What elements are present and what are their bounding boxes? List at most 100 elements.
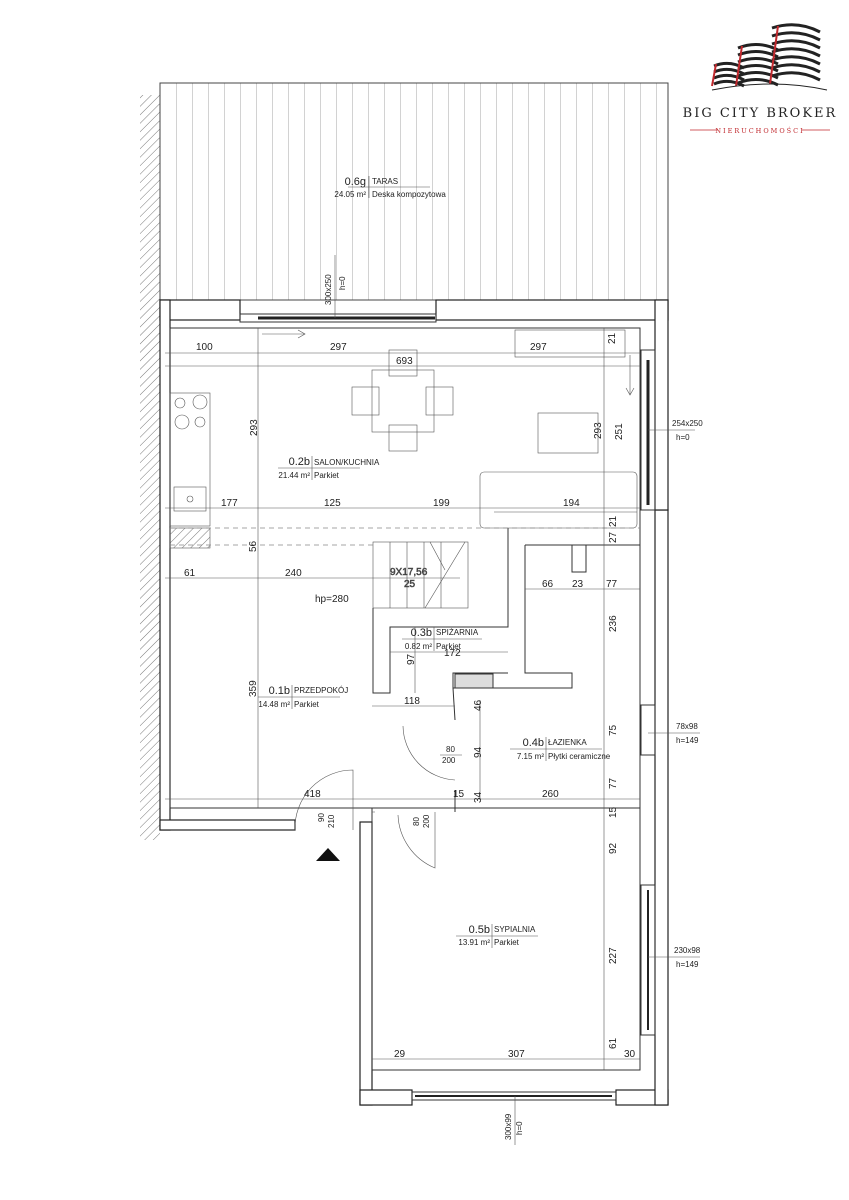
window-size: 254x250 [672, 419, 703, 428]
dim: 77 [608, 777, 619, 789]
room-area: 14.48 m² [258, 700, 290, 709]
room-floor: Deska kompozytowa [372, 190, 446, 199]
door-width: 90 [317, 813, 326, 822]
door-bathroom [402, 725, 456, 781]
room-label-sypialnia: 0.5b SYPIALNIA 13.91 m² Parkiet [456, 924, 538, 948]
dim: 21 [607, 332, 618, 344]
room-id: 0.1b [269, 685, 290, 697]
window-sill: h=149 [676, 736, 699, 745]
logo-title: BIG CITY BROKER [683, 106, 838, 121]
room-floor: Parkiet [436, 642, 462, 651]
buildings-logo-icon [711, 23, 828, 91]
room-name: TARAS [372, 177, 398, 186]
dim: 30 [624, 1049, 636, 1060]
dim: 92 [608, 842, 619, 854]
room-label-spizarnia: 0.3b SPIŻARNIA 0.82 m² Parkiet [402, 627, 482, 651]
window-sill: h=149 [676, 960, 699, 969]
dim: 61 [184, 568, 196, 579]
dim: 66 [542, 579, 554, 590]
dim: 15 [453, 789, 465, 800]
dimension-lines [165, 328, 640, 1070]
entrance-arrow-icon [316, 848, 340, 861]
room-label-salon: 0.2b SALON/KUCHNIA 21.44 m² Parkiet [278, 456, 380, 480]
doors [294, 725, 456, 869]
room-floor: Parkiet [314, 471, 340, 480]
dim: 199 [433, 498, 450, 509]
coffee-table [537, 412, 599, 454]
terrace [159, 82, 669, 301]
window-bathroom [640, 704, 656, 756]
kitchen-counter [169, 392, 211, 527]
dim: 240 [285, 568, 302, 579]
windows [239, 313, 656, 1101]
room-name: SYPIALNIA [494, 925, 536, 934]
window-size: 78x98 [676, 722, 698, 731]
dim: 293 [249, 419, 260, 436]
staircase: 9X17,56 25 [372, 541, 469, 609]
dim: 46 [473, 699, 484, 711]
window-size: 300x250 [324, 274, 333, 305]
dim: 260 [542, 789, 559, 800]
logo-subtitle: NIERUCHOMOŚCI [715, 126, 804, 135]
room-name: SALON/KUCHNIA [314, 458, 380, 467]
dim: 177 [221, 498, 238, 509]
room-floor: Płytki ceramiczne [548, 752, 611, 761]
room-id: 0.6g [345, 176, 366, 188]
door-width: 80 [412, 817, 421, 826]
window-sill: h=0 [338, 276, 347, 290]
dim: 15 [608, 806, 619, 818]
exterior-walls [159, 299, 669, 1106]
door-bedroom [372, 811, 436, 869]
dim: 307 [508, 1049, 525, 1060]
door-entrance [294, 769, 354, 831]
dining-table [371, 369, 435, 433]
dim: 118 [404, 696, 420, 707]
door-height: 200 [422, 814, 431, 828]
dim: 23 [572, 579, 584, 590]
door-height: 200 [442, 756, 456, 765]
room-id: 0.3b [411, 627, 432, 639]
dim: 97 [406, 653, 417, 665]
room-label-przedpokoj: 0.1b PRZEDPOKÓJ 14.48 m² Parkiet [258, 685, 348, 709]
dimension-labels: 100 297 297 693 21 293 293 251 177 125 1… [184, 332, 636, 1060]
dim: 418 [304, 789, 321, 800]
ground-hatch-left [140, 95, 160, 840]
dim: 94 [473, 746, 484, 758]
window-sill: h=0 [676, 433, 690, 442]
window-bedroom-side [640, 884, 656, 1036]
dim: 172 [444, 648, 461, 659]
dim: 293 [593, 422, 604, 439]
room-name: ŁAZIENKA [548, 738, 587, 747]
window-size: 230x98 [674, 946, 701, 955]
tv-cabinet [514, 329, 626, 358]
dim: 125 [324, 498, 341, 509]
dim: 236 [608, 615, 619, 632]
dim: 75 [608, 724, 619, 736]
room-floor: Parkiet [294, 700, 320, 709]
company-logo: BIG CITY BROKER NIERUCHOMOŚCI [683, 23, 838, 135]
window-bedroom-bottom [411, 1091, 617, 1101]
dim: 227 [608, 947, 619, 964]
dim: 297 [530, 342, 547, 353]
room-label-lazienka: 0.4b ŁAZIENKA 7.15 m² Płytki ceramiczne [510, 737, 611, 761]
room-floor: Parkiet [494, 938, 520, 947]
dim: 251 [614, 423, 625, 440]
dim: 34 [473, 791, 484, 803]
dim: 194 [563, 498, 580, 509]
door-height: 210 [327, 814, 336, 828]
room-area: 0.82 m² [405, 642, 432, 651]
dim: 29 [394, 1049, 406, 1060]
room-name: PRZEDPOKÓJ [294, 686, 348, 695]
room-area: 13.91 m² [458, 938, 490, 947]
room-id: 0.4b [523, 737, 544, 749]
dim: 359 [248, 680, 259, 697]
door-width: 80 [446, 745, 455, 754]
dim: 297 [330, 342, 347, 353]
window-terrace [239, 313, 437, 323]
dim: 27 [608, 531, 619, 543]
room-area: 21.44 m² [278, 471, 310, 480]
room-area: 7.15 m² [517, 752, 544, 761]
dim: 21 [608, 515, 619, 527]
window-size: 300x99 [504, 1113, 513, 1140]
